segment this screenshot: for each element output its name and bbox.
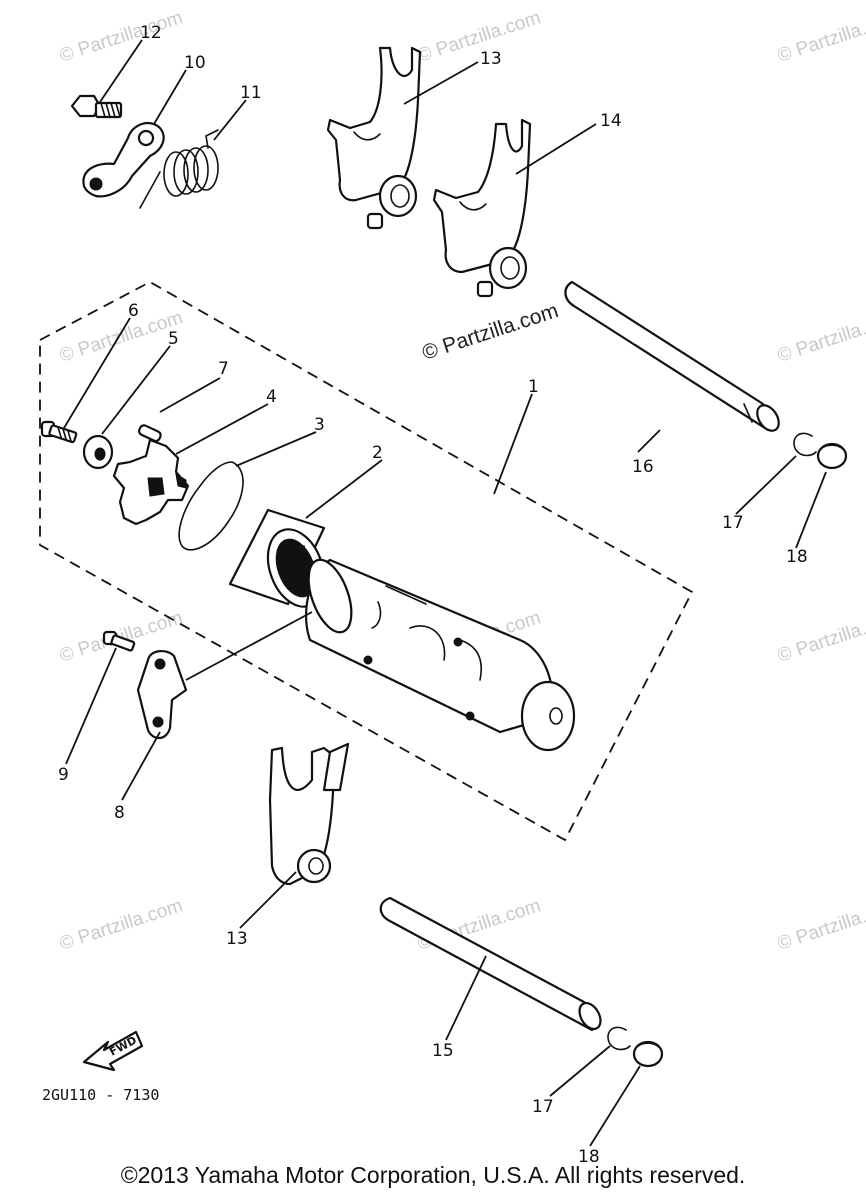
assembly-boundary [39,280,694,842]
callout-12: 12 [140,23,162,43]
shift-fork-part-13-top [326,46,422,230]
cap-part-18-bottom [632,1040,664,1068]
callout-17-top: 17 [722,513,744,533]
callout-10: 10 [184,53,206,73]
callout-13-bottom: 13 [226,929,248,949]
callout-14: 14 [600,111,622,131]
watermark: © Partzilla.com [57,307,185,367]
watermark: © Partzilla.com [57,7,185,67]
callout-1: 1 [528,377,539,397]
callout-11: 11 [240,83,262,103]
callout-18-top: 18 [786,547,808,567]
circlip-part-17-top [793,432,817,457]
guide-bar-part-15 [379,896,602,1032]
guide-bar-part-16 [564,280,780,432]
callout-13-top: 13 [480,49,502,69]
snap-ring-part-3 [178,461,244,551]
watermark: © Partzilla.com [775,7,866,67]
cap-part-18-top [816,442,848,470]
watermark-strong: © Partzilla.com [419,299,561,365]
callout-15: 15 [432,1041,454,1061]
callout-8: 8 [114,803,125,823]
torsion-spring-part-11 [139,129,219,209]
shift-fork-part-13-bottom [268,742,350,886]
screw-part-6 [40,420,78,444]
callout-17-bottom: 17 [532,1097,554,1117]
screw-part-9 [102,630,136,652]
watermark: © Partzilla.com [775,895,866,955]
shift-fork-part-14 [432,118,532,298]
watermark: © Partzilla.com [57,895,185,955]
leader-lines [63,39,827,1147]
callout-9: 9 [58,765,69,785]
washer-part-5 [82,434,114,470]
fwd-arrow-icon: FWD [82,1030,144,1072]
callout-7: 7 [218,359,229,379]
callout-16: 16 [632,457,654,477]
stopper-plate-part-8 [136,650,188,740]
bolt-part-12 [70,94,123,119]
callout-3: 3 [314,415,325,435]
watermark: © Partzilla.com [775,307,866,367]
copyright-notice: ©2013 Yamaha Motor Corporation, U.S.A. A… [120,1162,746,1188]
watermark: © Partzilla.com [775,607,866,667]
callout-5: 5 [168,329,179,349]
callout-18-bottom: 18 [578,1147,600,1167]
segment-part-4 [112,438,190,526]
pin-part-7 [137,424,162,443]
callout-labels: 12 10 11 13 14 6 5 7 4 3 2 1 16 17 18 9 … [58,23,808,1167]
callout-6: 6 [128,301,139,321]
stopper-lever-part-10 [82,121,165,198]
callout-4: 4 [266,387,277,407]
callout-2: 2 [372,443,383,463]
circlip-part-17-bottom [607,1026,631,1051]
diagram-code: 2GU110 - 7130 [42,1086,159,1104]
shift-cam-drum [305,558,576,752]
